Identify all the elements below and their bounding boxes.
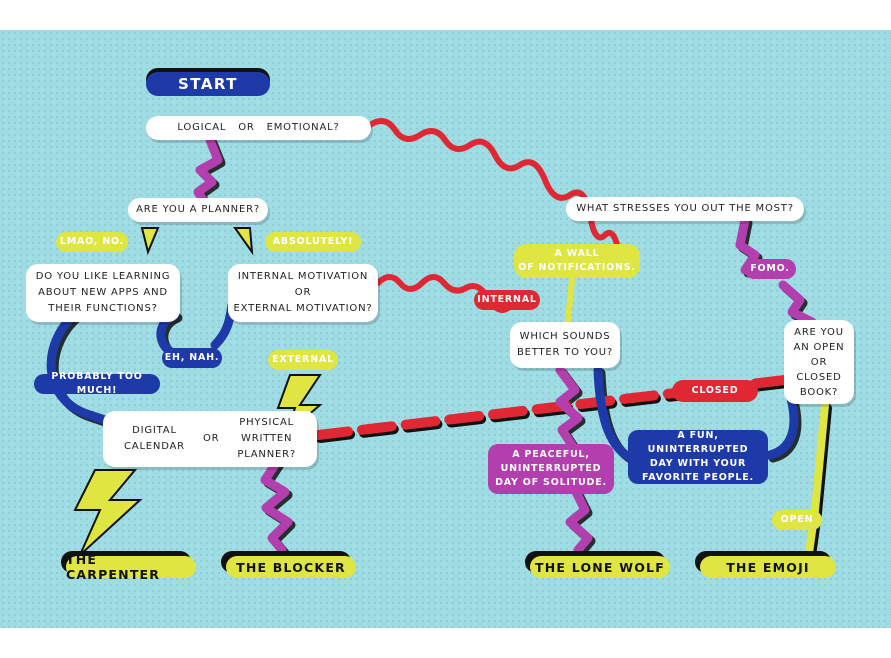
question-which-sounds: WHICH SOUNDS BETTER TO YOU?	[510, 322, 620, 368]
answer-open: OPEN	[772, 510, 822, 530]
question-learning-line-1: DO YOU LIKE LEARNING	[35, 271, 171, 282]
question-calendar: DIGITAL CALENDAR OR PHYSICAL WRITTEN PLA…	[103, 411, 317, 467]
option-emotional: EMOTIONAL?	[266, 122, 340, 133]
answer-closed: CLOSED	[672, 380, 758, 402]
answer-wall-of-notifications: A WALL OF NOTIFICATIONS.	[514, 244, 640, 278]
question-sounds-line-2: BETTER TO YOU?	[516, 347, 614, 358]
answer-fun-line-1: A FUN, UNINTERRUPTED	[647, 430, 749, 455]
option-digital-line-1: DIGITAL	[132, 425, 177, 436]
question-sounds-line-1: WHICH SOUNDS	[519, 331, 611, 342]
answer-lmao-no: LMAO, NO.	[56, 232, 128, 252]
option-digital-calendar: DIGITAL CALENDAR	[124, 423, 185, 455]
answer-internal: INTERNAL	[474, 290, 540, 310]
result-the-carpenter: THE CARPENTER	[66, 552, 196, 582]
answer-peaceful-line-3: DAY OF SOLITUDE.	[495, 477, 607, 488]
question-planner: ARE YOU A PLANNER?	[128, 198, 268, 222]
answer-peaceful-line-1: A PEACEFUL,	[512, 449, 590, 460]
question-stresses: WHAT STRESSES YOU OUT THE MOST?	[566, 197, 804, 221]
question-learning-line-2: ABOUT NEW APPS AND	[38, 287, 168, 298]
answer-wall-line-1: A WALL	[554, 248, 600, 259]
option-digital-line-2: CALENDAR	[124, 441, 185, 452]
question-motivation: INTERNAL MOTIVATION OR EXTERNAL MOTIVATI…	[228, 264, 378, 322]
option-physical-line-3: PLANNER?	[237, 449, 296, 460]
question-book-line-2: AN OPEN	[793, 341, 845, 353]
question-learning: DO YOU LIKE LEARNING ABOUT NEW APPS AND …	[26, 264, 180, 322]
or-label: OR	[202, 433, 220, 444]
question-open-closed-book: ARE YOU AN OPEN OR CLOSED BOOK?	[784, 320, 854, 404]
question-logical-emotional: LOGICAL OR EMOTIONAL?	[146, 116, 371, 140]
result-the-emoji: THE EMOJI	[700, 556, 836, 578]
option-logical: LOGICAL	[177, 122, 227, 133]
question-motivation-line-2: OR	[294, 287, 312, 298]
result-the-blocker: THE BLOCKER	[226, 556, 356, 578]
question-motivation-line-1: INTERNAL MOTIVATION	[237, 271, 369, 282]
answer-fun-with-people: A FUN, UNINTERRUPTED DAY WITH YOUR FAVOR…	[628, 430, 768, 484]
question-book-line-1: ARE YOU	[794, 326, 844, 338]
answer-peaceful-line-2: UNINTERRUPTED	[500, 463, 602, 474]
question-motivation-line-3: EXTERNAL MOTIVATION?	[233, 303, 373, 314]
answer-wall-line-2: OF NOTIFICATIONS.	[518, 262, 636, 273]
answer-fun-line-2: DAY WITH YOUR	[649, 458, 747, 469]
question-book-line-3: OR	[810, 356, 828, 368]
connector-lines	[46, 118, 832, 567]
answer-external: EXTERNAL	[268, 350, 338, 370]
answer-absolutely: ABSOLUTELY!	[265, 232, 361, 252]
answer-eh-nah: EH, NAH.	[162, 348, 222, 368]
answer-probably-too-much: PROBABLY TOO MUCH!	[34, 371, 160, 396]
option-physical-line-1: PHYSICAL	[239, 417, 295, 428]
or-label: OR	[238, 122, 255, 133]
flowchart-board: START LOGICAL OR EMOTIONAL? ARE YOU A PL…	[0, 30, 891, 628]
start-label: START	[146, 72, 270, 96]
answer-fomo: FOMO.	[744, 259, 796, 279]
answer-fun-line-3: FAVORITE PEOPLE.	[642, 472, 754, 483]
question-book-line-5: BOOK?	[799, 386, 839, 398]
question-learning-line-3: THEIR FUNCTIONS?	[48, 303, 158, 314]
result-the-lone-wolf: THE LONE WOLF	[530, 556, 670, 578]
option-physical-planner: PHYSICAL WRITTEN PLANNER?	[237, 415, 296, 463]
question-book-line-4: CLOSED	[796, 371, 842, 383]
answer-peaceful-solitude: A PEACEFUL, UNINTERRUPTED DAY OF SOLITUD…	[488, 444, 614, 494]
option-physical-line-2: WRITTEN	[241, 433, 293, 444]
